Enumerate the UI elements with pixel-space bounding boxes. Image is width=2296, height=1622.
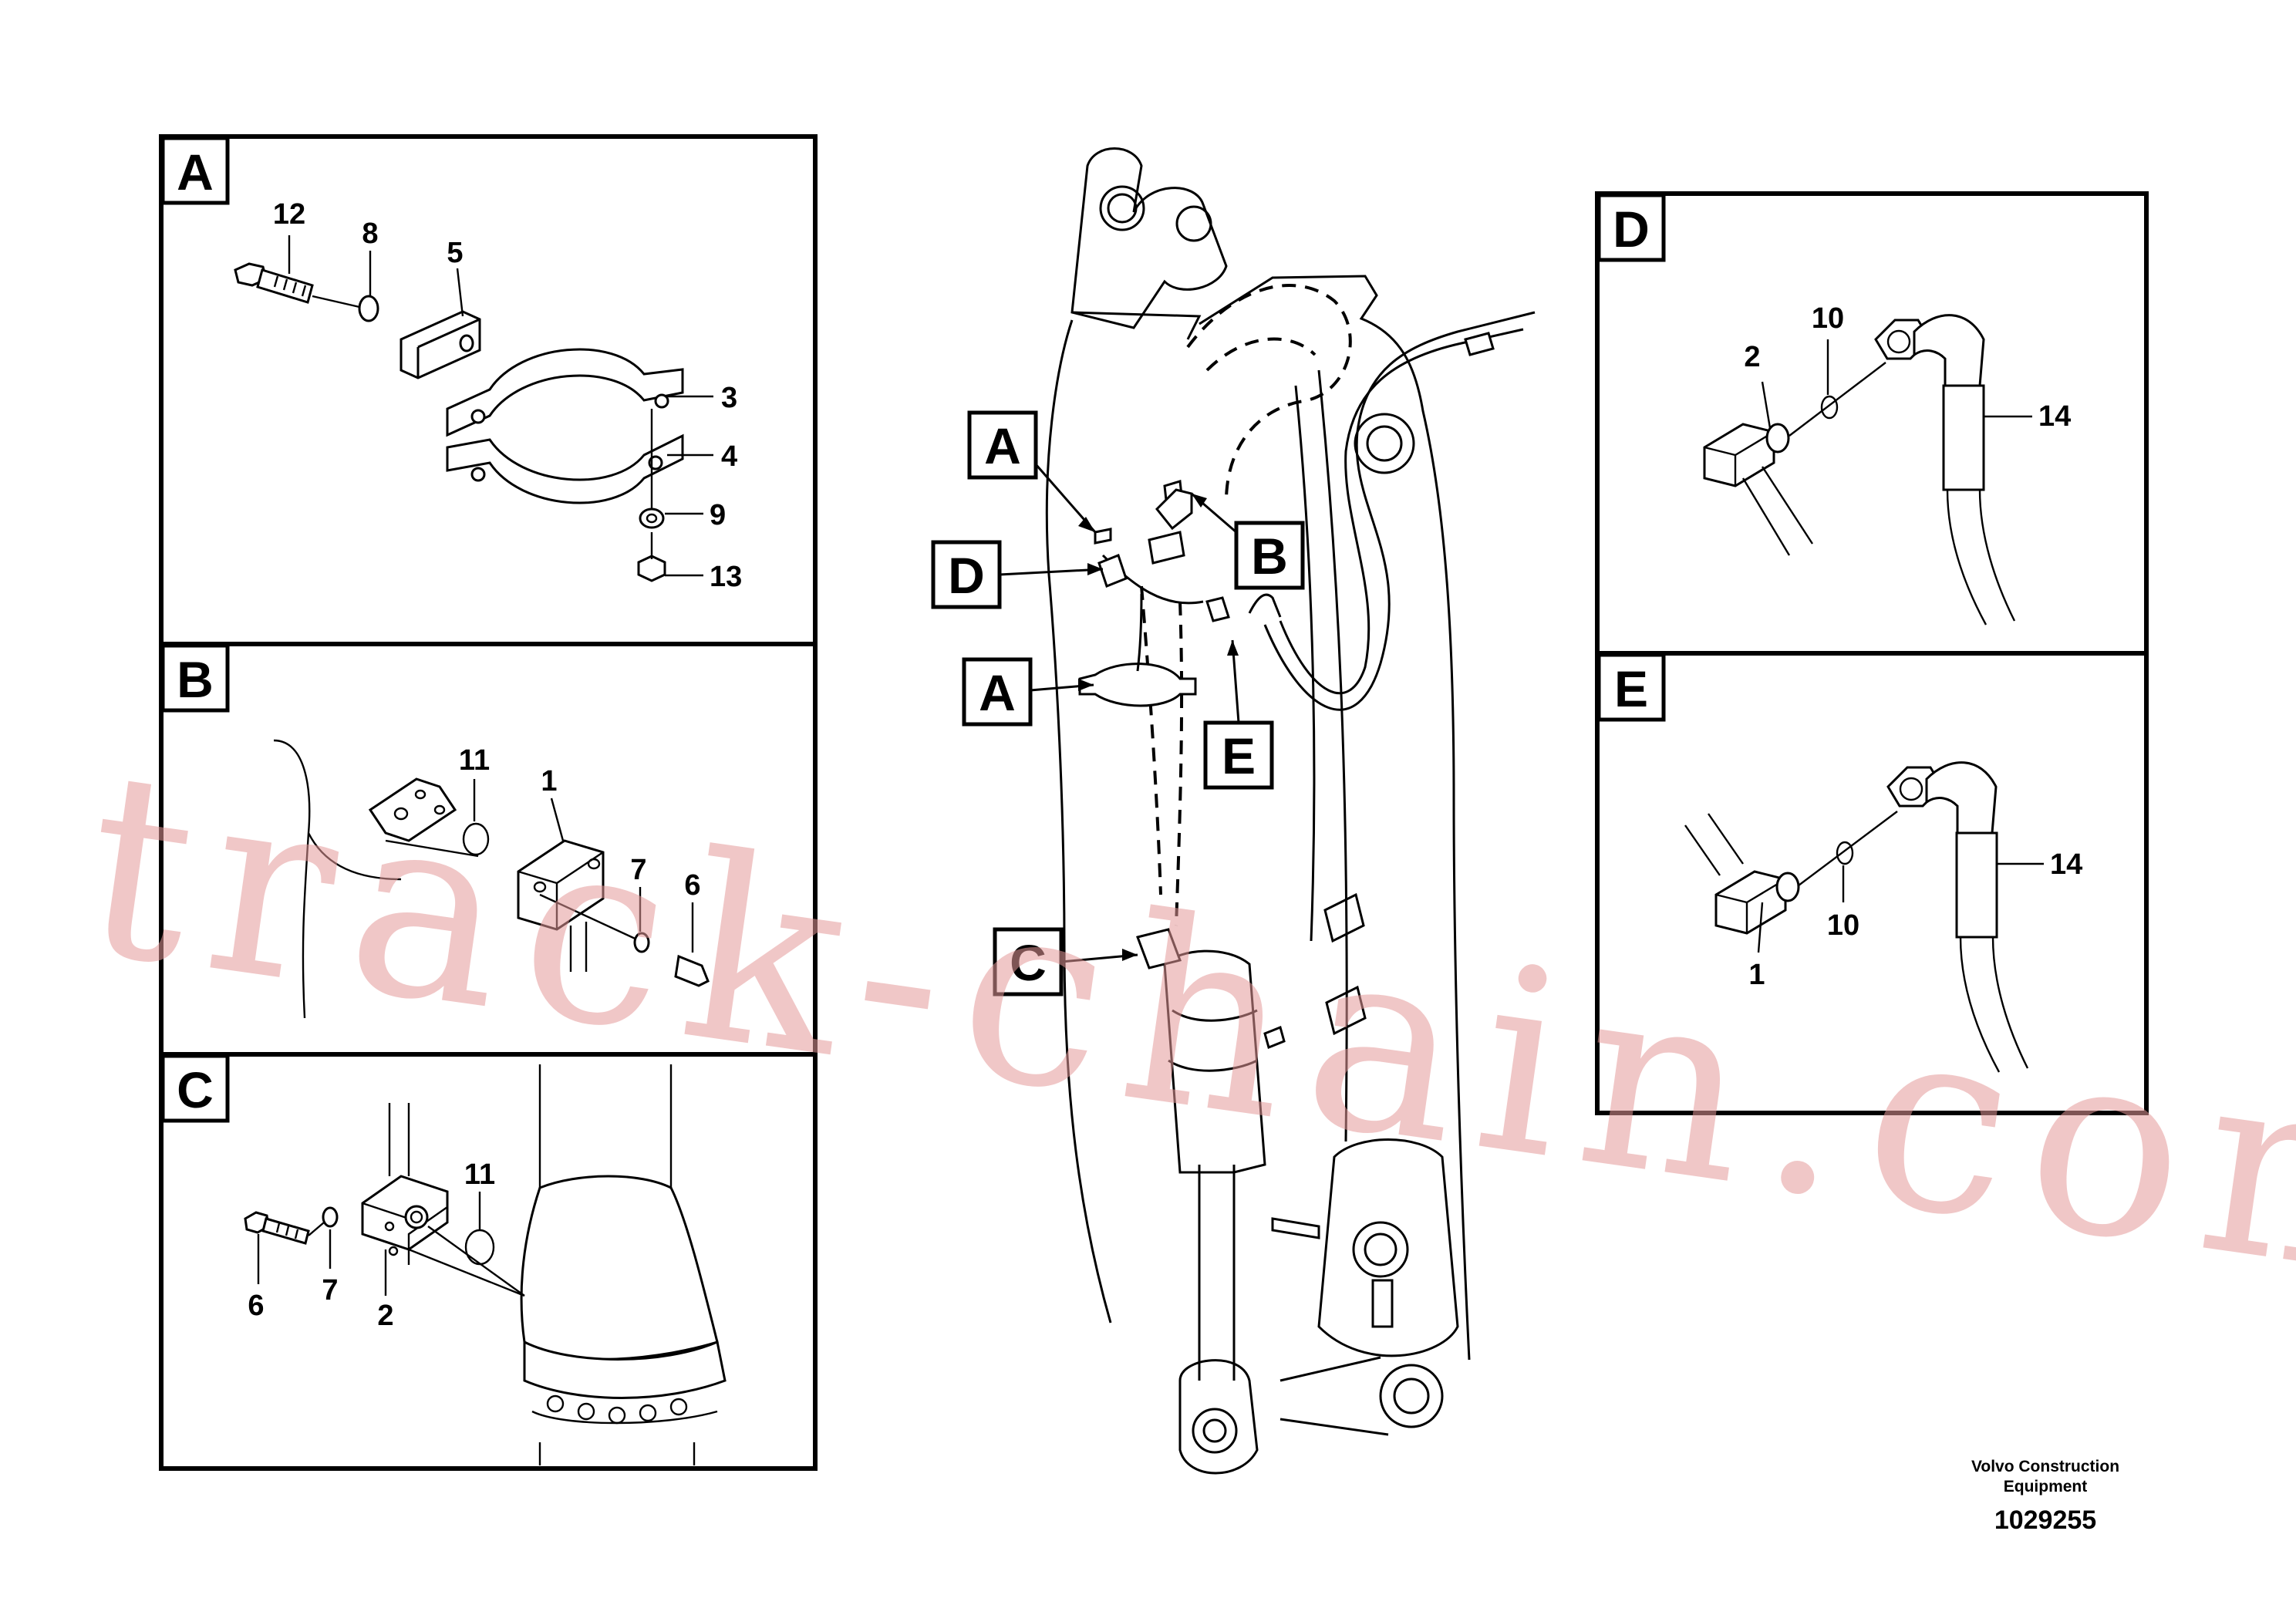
callout-3: 3 xyxy=(721,382,737,414)
main-callout-a-lower: A xyxy=(979,664,1016,721)
callout-14: 14 xyxy=(2038,400,2071,433)
callout-10: 10 xyxy=(1827,909,1859,942)
callout-6: 6 xyxy=(248,1290,264,1322)
panel-d-letter: D xyxy=(1613,201,1650,258)
clamp-upper-icon xyxy=(446,348,684,437)
callout-14: 14 xyxy=(2050,848,2082,881)
detail-panel-e: E 1 10 14 xyxy=(1595,651,2149,1115)
flange-block-icon xyxy=(517,839,605,931)
detail-panel-a: A xyxy=(159,134,818,646)
footer: Volvo Construction Equipment 1029255 xyxy=(1971,1458,2119,1535)
washer-icon xyxy=(358,295,379,322)
panel-c-letter: C xyxy=(177,1061,214,1118)
detail-panel-b: B 11 1 7 6 xyxy=(159,642,818,1057)
callout-1: 1 xyxy=(1748,959,1765,991)
bolt-icon xyxy=(674,954,710,987)
callout-7: 7 xyxy=(322,1274,338,1307)
nut-icon xyxy=(637,555,666,582)
panel-a-letter: A xyxy=(177,143,214,201)
callout-1: 1 xyxy=(541,765,557,798)
callout-11: 11 xyxy=(459,744,490,777)
callout-11: 11 xyxy=(464,1158,495,1191)
panel-b-letter: B xyxy=(177,651,214,708)
callout-8: 8 xyxy=(362,218,378,250)
o-ring-icon xyxy=(1836,841,1854,865)
bolt-icon xyxy=(244,1211,310,1245)
detail-panel-c: C xyxy=(159,1052,818,1471)
main-callout-a-upper: A xyxy=(984,417,1021,474)
hose-fitting-icon xyxy=(1874,314,2016,626)
washer-icon xyxy=(639,508,665,529)
part-number: 1029255 xyxy=(1994,1506,2096,1535)
clamp-lower-icon xyxy=(446,433,684,504)
boom-assembly xyxy=(1045,147,1536,1475)
main-callout-b: B xyxy=(1251,528,1288,585)
main-callouts: A B D A E C xyxy=(931,410,1305,996)
main-callout-e: E xyxy=(1222,727,1256,784)
callout-12: 12 xyxy=(273,198,305,231)
detail-panel-d: D 2 10 14 xyxy=(1595,191,2149,656)
callout-10: 10 xyxy=(1812,302,1844,335)
elbow-fitting-icon xyxy=(1703,423,1814,556)
callout-2: 2 xyxy=(377,1300,393,1332)
o-ring-icon xyxy=(1820,395,1839,420)
flange-block-icon xyxy=(361,1175,449,1251)
brand-line-2: Equipment xyxy=(2004,1478,2088,1496)
callout-4: 4 xyxy=(721,440,737,473)
bolt-icon xyxy=(234,262,314,304)
callout-2: 2 xyxy=(1744,341,1760,373)
main-callout-d: D xyxy=(948,547,985,604)
washer-icon xyxy=(322,1206,339,1228)
elbow-fitting-icon xyxy=(1684,813,1800,935)
washer-icon xyxy=(633,932,650,953)
callout-7: 7 xyxy=(630,854,646,886)
o-ring-icon xyxy=(462,822,490,856)
brand-line-1: Volvo Construction xyxy=(1971,1458,2119,1475)
callout-5: 5 xyxy=(447,237,463,269)
port-flange-icon xyxy=(368,777,457,842)
callout-6: 6 xyxy=(684,869,700,902)
callout-13: 13 xyxy=(710,561,742,593)
main-callout-c: C xyxy=(1010,934,1047,991)
hose-fitting-icon xyxy=(1886,761,2029,1073)
cylinder-icon xyxy=(520,1064,727,1465)
panel-e-letter: E xyxy=(1614,660,1648,717)
callout-9: 9 xyxy=(710,499,726,531)
